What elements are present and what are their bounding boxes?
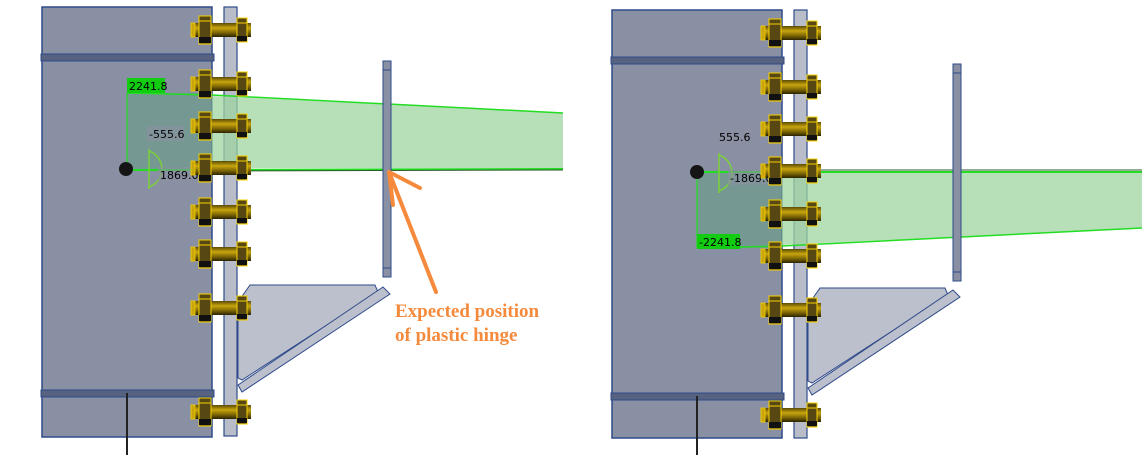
plastic-hinge-annotation: Expected position of plastic hinge — [387, 170, 540, 346]
stress-diagram-beam — [782, 172, 1142, 245]
annotation-line-2: of plastic hinge — [395, 325, 517, 346]
bolt — [760, 400, 821, 430]
label-mid-value: 555.6 — [719, 131, 751, 144]
bolt — [190, 293, 251, 323]
haunch-stiffener — [237, 284, 379, 381]
bolt — [190, 153, 251, 183]
bolt — [190, 197, 251, 227]
haunch-flange — [807, 289, 961, 396]
stress-top-line — [126, 92, 564, 114]
haunch-flange — [237, 286, 391, 393]
end-plate — [223, 6, 238, 437]
bolt — [190, 111, 251, 141]
column-flange — [41, 6, 213, 438]
bolt — [190, 239, 251, 269]
bolt — [760, 156, 821, 186]
label-mid-bg — [147, 126, 184, 141]
label-angle-bg — [728, 170, 770, 185]
column-stiffener-top — [610, 56, 785, 65]
haunch-stiffener — [807, 287, 949, 384]
bolt-group — [190, 15, 251, 427]
label-mid-bg — [717, 129, 751, 144]
annotation-line-1: Expected position — [395, 301, 540, 322]
right-panel: 555.6 -1869.0 -2241.8 — [610, 9, 1142, 455]
bolt — [760, 18, 821, 48]
bolt — [190, 397, 251, 427]
node-point — [119, 162, 133, 176]
arrow-icon — [387, 170, 438, 294]
node-point — [690, 165, 704, 179]
bolt — [760, 114, 821, 144]
beam-web-stiffener — [952, 63, 962, 282]
label-angle-bg — [158, 167, 196, 182]
label-top-value: 2241.8 — [129, 80, 168, 93]
beam-web-stiffener — [382, 60, 392, 278]
label-bottom-bg — [697, 234, 740, 249]
bolt — [190, 69, 251, 99]
bolt — [760, 241, 821, 271]
left-panel: 2241.8 -555.6 1869.0 — [40, 6, 564, 455]
label-bottom-value: -2241.8 — [699, 236, 741, 249]
stress-axis-shadow — [229, 169, 564, 172]
bolt — [190, 15, 251, 45]
bolt — [760, 199, 821, 229]
bolt — [760, 72, 821, 102]
bolt — [760, 295, 821, 325]
bolt-group — [760, 18, 821, 430]
label-mid-value: -555.6 — [149, 128, 184, 141]
column-stiffener-top — [40, 53, 215, 62]
label-angle-value: 1869.0 — [160, 169, 199, 182]
label-top-bg — [127, 78, 165, 93]
